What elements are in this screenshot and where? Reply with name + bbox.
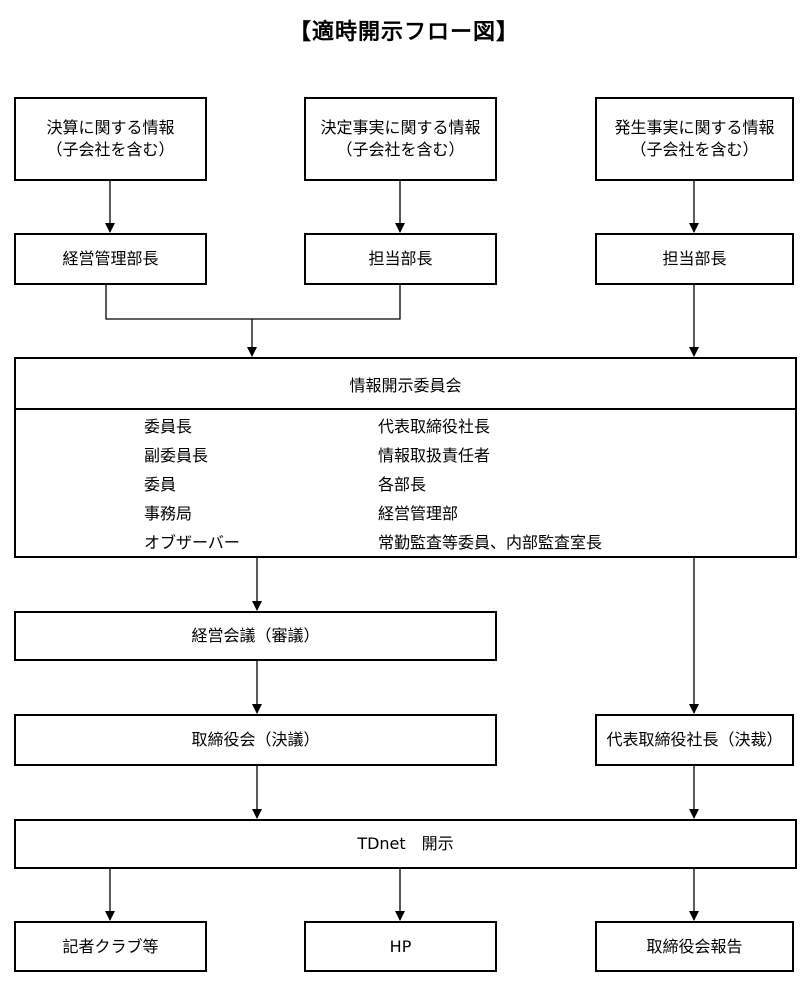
manager-occurrence-label: 担当部長 bbox=[662, 249, 727, 268]
manager-decision-box: 担当部長 bbox=[304, 233, 497, 285]
management-meeting-box: 経営会議（審議） bbox=[14, 611, 497, 661]
source-decision-line2: （子会社を含む） bbox=[336, 140, 465, 159]
tdnet-disclosure-box: TDnet 開示 bbox=[14, 819, 797, 869]
diagram-title: 【適時開示フロー図】 bbox=[288, 20, 519, 45]
connector-managers-merge bbox=[105, 285, 401, 320]
manager-financial-label: 経営管理部長 bbox=[62, 249, 159, 268]
member-person: 各部長 bbox=[378, 475, 427, 494]
board-meeting-box: 取締役会（決議） bbox=[14, 714, 497, 766]
president-decision-box: 代表取締役社長（決裁） bbox=[595, 714, 794, 766]
member-role: 副委員長 bbox=[144, 446, 209, 465]
output-hp-label: HP bbox=[389, 936, 412, 956]
source-occurrence-line1: 発生事実に関する情報 bbox=[614, 118, 775, 137]
member-person: 代表取締役社長 bbox=[378, 417, 491, 436]
member-role: 事務局 bbox=[144, 504, 193, 523]
output-press-box: 記者クラブ等 bbox=[14, 921, 207, 972]
committee-member-row: 副委員長 情報取扱責任者 bbox=[16, 441, 795, 471]
source-occurrence-line2: （子会社を含む） bbox=[630, 140, 759, 159]
manager-financial-box: 経営管理部長 bbox=[14, 233, 207, 285]
member-person: 経営管理部 bbox=[378, 504, 459, 523]
committee-member-row: オブザーバー 常勤監査等委員、内部監査室長 bbox=[16, 528, 795, 558]
manager-occurrence-box: 担当部長 bbox=[595, 233, 794, 285]
member-role: オブザーバー bbox=[144, 533, 240, 552]
member-person: 常勤監査等委員、内部監査室長 bbox=[378, 533, 603, 552]
management-meeting-label: 経営会議（審議） bbox=[191, 626, 320, 645]
output-board-report-box: 取締役会報告 bbox=[595, 921, 794, 972]
president-decision-label: 代表取締役社長（決裁） bbox=[606, 730, 783, 749]
output-press-label: 記者クラブ等 bbox=[62, 936, 159, 956]
committee-title: 情報開示委員会 bbox=[16, 359, 795, 410]
source-decision-box: 決定事実に関する情報 （子会社を含む） bbox=[304, 97, 497, 181]
source-occurrence-box: 発生事実に関する情報 （子会社を含む） bbox=[595, 97, 794, 181]
manager-decision-label: 担当部長 bbox=[368, 249, 433, 268]
output-hp-box: HP bbox=[304, 921, 497, 972]
member-role: 委員長 bbox=[144, 417, 193, 436]
tdnet-disclosure-label: TDnet 開示 bbox=[357, 834, 454, 853]
committee-member-row: 委員長 代表取締役社長 bbox=[16, 412, 795, 442]
source-financial-line2: （子会社を含む） bbox=[46, 140, 175, 159]
disclosure-committee-box: 情報開示委員会 委員長 代表取締役社長 副委員長 情報取扱責任者 委員 各部長 … bbox=[14, 357, 797, 558]
source-decision-line1: 決定事実に関する情報 bbox=[320, 118, 481, 137]
board-meeting-label: 取締役会（決議） bbox=[191, 730, 320, 749]
output-board-report-label: 取締役会報告 bbox=[646, 936, 743, 956]
committee-member-row: 事務局 経営管理部 bbox=[16, 499, 795, 529]
member-role: 委員 bbox=[144, 475, 177, 494]
source-financial-line1: 決算に関する情報 bbox=[46, 118, 175, 137]
member-person: 情報取扱責任者 bbox=[378, 446, 491, 465]
committee-member-row: 委員 各部長 bbox=[16, 470, 795, 500]
source-financial-box: 決算に関する情報 （子会社を含む） bbox=[14, 97, 207, 181]
